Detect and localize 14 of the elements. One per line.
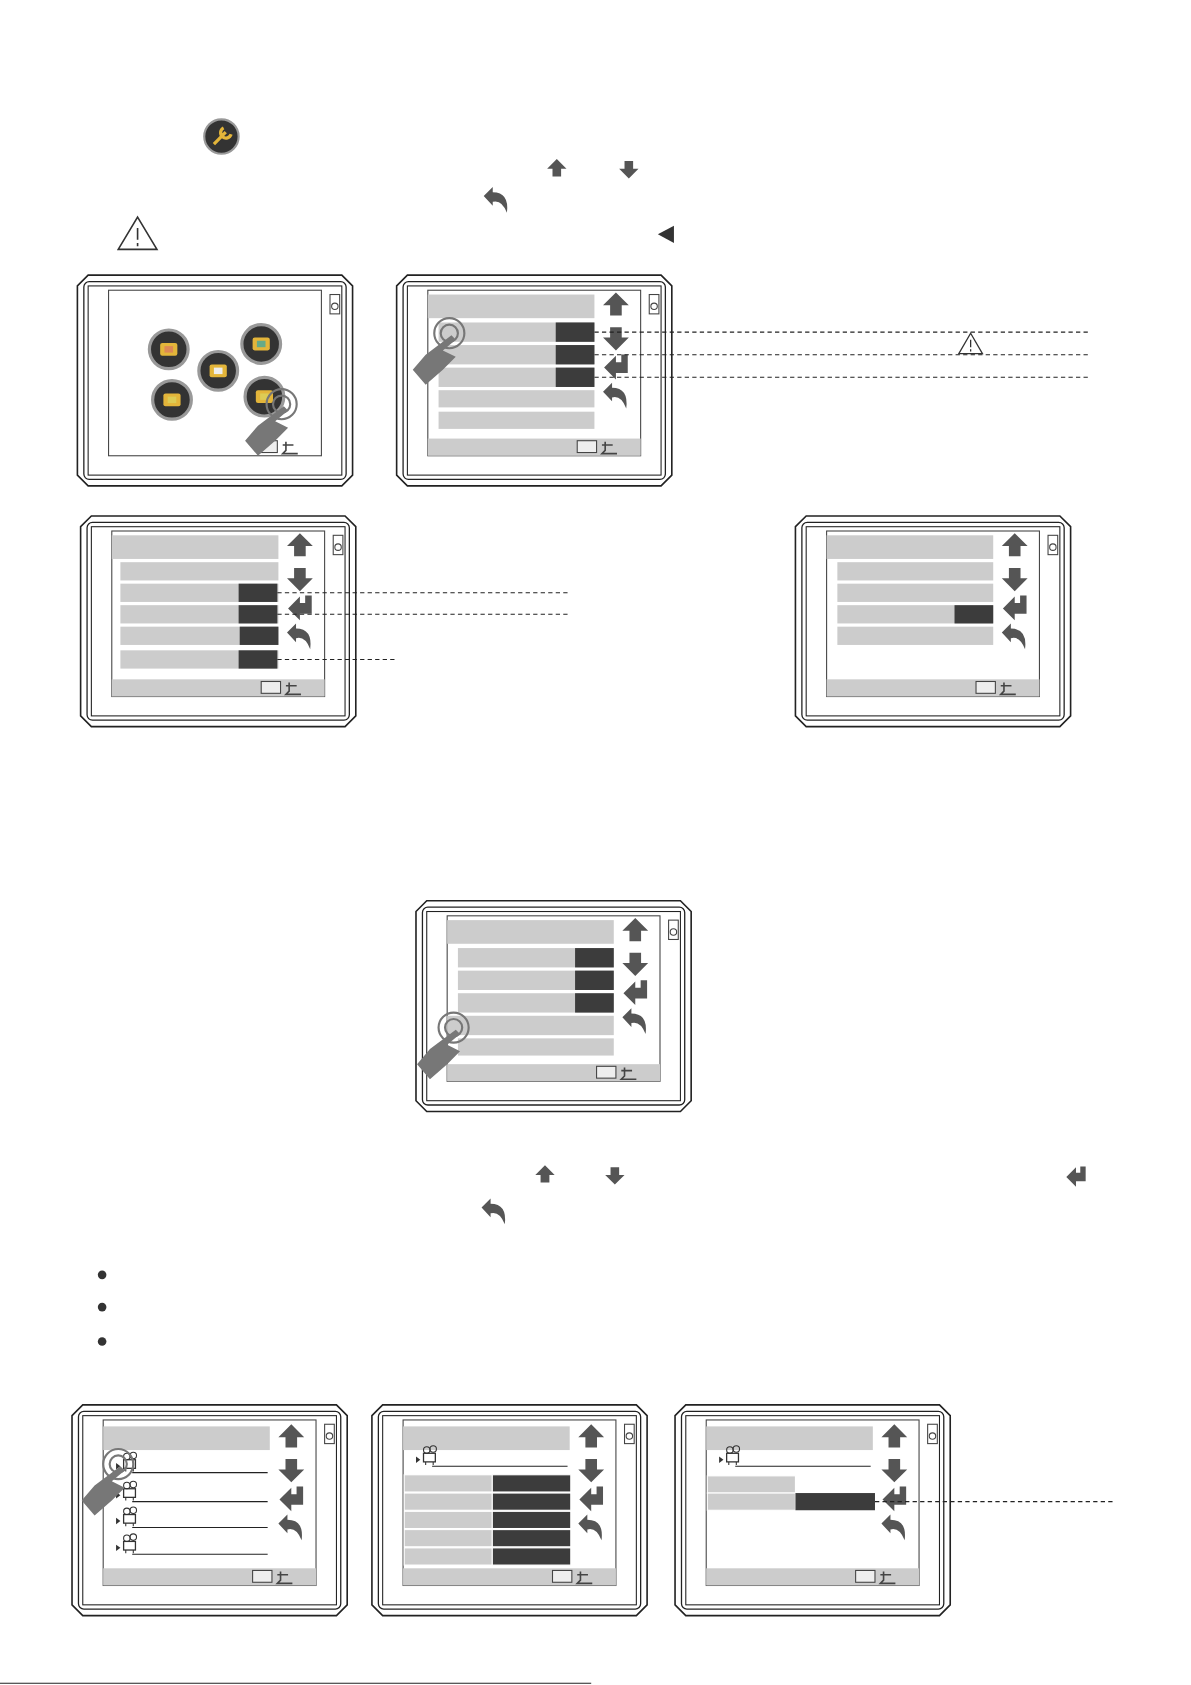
leader-line	[593, 331, 1090, 333]
leader-line	[593, 354, 1090, 356]
value-field	[238, 583, 278, 602]
value-field	[795, 1493, 875, 1511]
value-field	[555, 322, 595, 342]
leader-line	[276, 592, 569, 594]
leader-line	[593, 376, 1090, 378]
value-field	[238, 650, 278, 669]
leader-line	[874, 1501, 1114, 1503]
leader-line	[276, 658, 397, 660]
value-field	[555, 345, 595, 365]
value-field	[238, 605, 278, 624]
leader-line	[276, 613, 569, 615]
value-field	[555, 367, 595, 387]
